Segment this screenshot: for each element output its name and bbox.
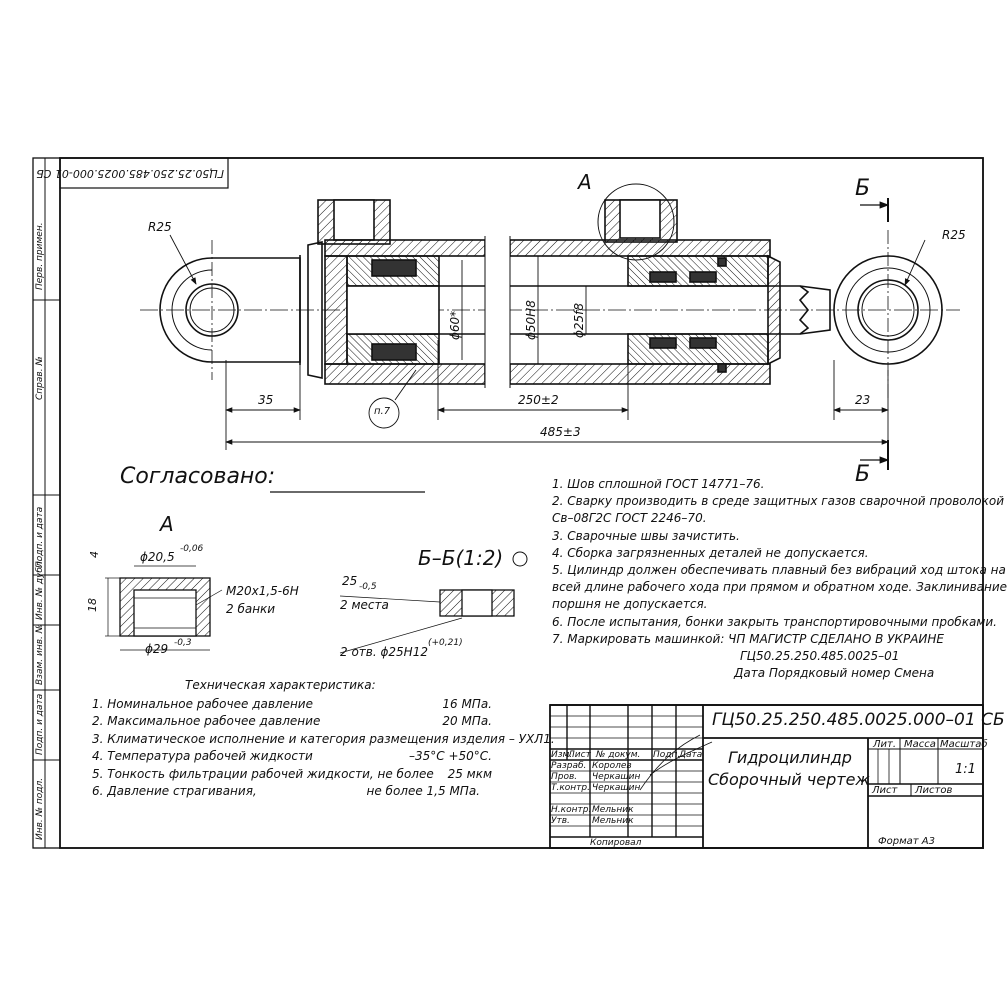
dim-35: 35 (258, 393, 274, 407)
tb-role: Пров. (551, 772, 578, 782)
radius-right-label: R25 (942, 228, 966, 242)
note-line: ГЦ50.25.250.485.0025–01 (740, 649, 900, 664)
view-a-thread: M20x1,5-6H (226, 584, 299, 598)
spec-row: 5. Тонкость фильтрации рабочей жидкости,… (92, 766, 492, 781)
tb-scale: Масштаб (940, 739, 988, 750)
tb-name: Черкашин (592, 783, 641, 793)
section-bb-holes: 2 отв. ϕ25H12 (340, 645, 428, 659)
section-marks (860, 198, 890, 470)
tb-col-podp: Подп. (653, 750, 681, 760)
section-bb-dim-25: 25 (342, 574, 358, 588)
section-mark-bottom: Б (855, 462, 871, 487)
note-line: 7. Маркировать машинкой: ЧП МАГИСТР СДЕЛ… (552, 631, 944, 646)
dim-25: ϕ25f8 (572, 302, 586, 338)
tb-col-list: Лист (568, 750, 591, 760)
side-label-vzam: Взам. инв. № (35, 623, 45, 685)
note-line: 6. После испытания, бонки закрыть трансп… (552, 614, 997, 629)
tb-mass: Масса (904, 739, 936, 750)
note-line: 5. Цилиндр должен обеспечивать плавный б… (552, 563, 1006, 578)
section-bb-title: Б–Б(1:2) (418, 546, 504, 570)
tb-sheet: Лист (872, 785, 898, 796)
section-bb-dim-25-tol: -0,5 (359, 582, 377, 592)
approval-label: Согласовано: (120, 464, 276, 489)
dim-485: 485±3 (540, 425, 581, 439)
note-line: 4. Сборка загрязненных деталей не допуск… (552, 545, 869, 560)
view-a-dim-d20-tol: -0,06 (180, 544, 204, 554)
tb-lit: Лит. (873, 739, 897, 750)
tb-scale-value: 1:1 (955, 762, 976, 777)
radius-left-label: R25 (148, 220, 172, 234)
callout-p7: п.7 (374, 406, 391, 417)
note-line: 2. Сварку производить в среде защитных г… (552, 494, 1005, 509)
right-eye (833, 255, 943, 365)
view-a-dim-d20: ϕ20,5 (140, 550, 175, 564)
section-mark-top: Б (855, 176, 871, 201)
tb-name: Мельник (592, 816, 634, 826)
note-line: 3. Сварочные швы зачистить. (552, 528, 740, 543)
note-line: Св–08Г2С ГОСТ 2246–70. (552, 511, 707, 526)
section-bb-holes-tol: (+0,21) (428, 638, 463, 648)
specs-title: Техническая характеристика: (185, 678, 376, 692)
title-block-name-1: Гидроцилиндр (728, 748, 852, 767)
dimension-lines (169, 234, 926, 450)
cylinder-body (317, 199, 781, 385)
dim-23: 23 (855, 393, 871, 407)
tb-col-date: Дата (679, 750, 703, 760)
section-bb-detail (339, 551, 528, 654)
view-a-banks: 2 банки (226, 602, 276, 616)
spec-row: 6. Давление страгивания,не более 1,5 МПа… (92, 784, 480, 799)
side-label-perv: Перв. примен. (35, 222, 45, 290)
spec-row: 3. Климатическое исполнение и категория … (92, 731, 555, 746)
title-block-grid (549, 704, 984, 849)
view-a-detail (105, 565, 223, 651)
sheet-frame (32, 157, 984, 849)
section-bb-places: 2 места (340, 598, 389, 612)
tb-sheets: Листов (915, 785, 953, 796)
tb-role: Н.контр. (551, 805, 592, 815)
piston-rod (346, 236, 831, 388)
note-line: всей длине рабочего хода при прямом и об… (552, 580, 1007, 595)
view-a-title: А (160, 512, 174, 536)
title-block-name-2: Сборочный чертеж (708, 770, 870, 789)
tb-role: Утв. (551, 816, 570, 826)
side-label-sprav: Справ. № (35, 356, 45, 400)
side-label-podl: Инв. № подл. (35, 777, 45, 840)
stamp-code-rotated: ГЦ50.25.250.485.0025.000-01 СБ (36, 167, 224, 180)
note-line: 1. Шов сплошной ГОСТ 14771–76. (552, 477, 765, 491)
spec-row: 4. Температура рабочей жидкости–35°С +50… (92, 749, 492, 764)
tb-name: Королев (592, 761, 632, 771)
note-line: поршня не допускается. (552, 597, 708, 612)
tb-name: Мельник (592, 805, 634, 815)
view-a-dim-18: 18 (86, 598, 99, 612)
notes-block: 1. Шов сплошной ГОСТ 14771–76. 2. Сварку… (552, 476, 1007, 682)
tb-format: Формат А3 (878, 836, 935, 847)
view-a-dim-4: 4 (88, 551, 101, 558)
view-a-dim-d29-tol: -0,3 (174, 638, 192, 648)
tb-copied: Копировал (590, 838, 642, 848)
dim-60: ϕ60* (448, 310, 462, 340)
view-a-mark: А (578, 170, 592, 194)
dim-50: ϕ50H8 (524, 300, 538, 340)
side-label-podp2: Подп. и дата (35, 693, 45, 755)
tb-name: Черкашин (592, 772, 641, 782)
detail-a-circle (597, 183, 675, 261)
title-block-code: ГЦ50.25.250.485.0025.000–01 СБ (712, 710, 1005, 730)
side-label-dubl: Инв. № дубл. (35, 558, 45, 620)
tb-col-doc: № докум. (596, 750, 641, 760)
dim-250: 250±2 (518, 393, 559, 407)
view-a-dim-d29: ϕ29 (145, 642, 169, 656)
note-line: Дата Порядковый номер Смена (734, 666, 935, 681)
tb-role: Разраб. (551, 761, 587, 771)
tb-col-izm: Изм. (551, 750, 573, 760)
tb-role: Т.контр. (551, 783, 591, 793)
